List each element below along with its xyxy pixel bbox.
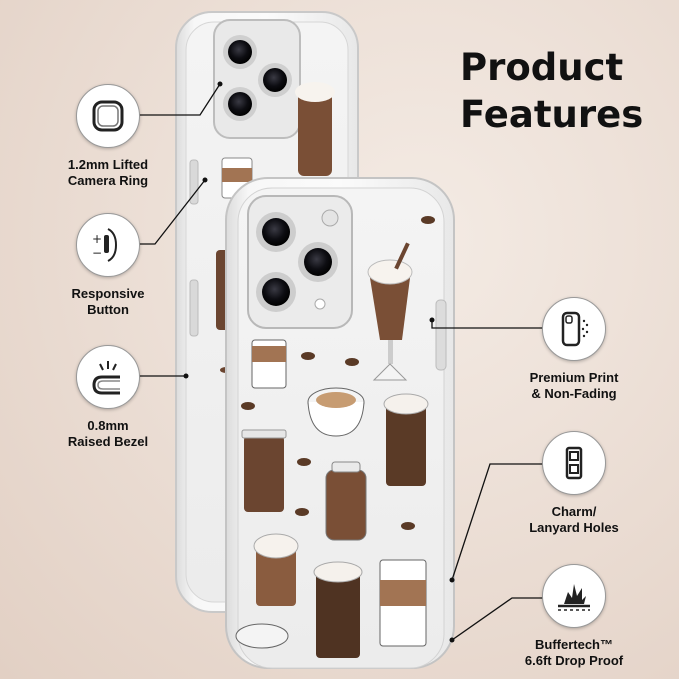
- feature-camera-ring: 1.2mm Lifted Camera Ring: [52, 84, 164, 189]
- feature-lanyard-holes: Charm/ Lanyard Holes: [518, 431, 630, 536]
- feature-label-line-1: Premium Print: [529, 370, 619, 385]
- feature-raised-bezel: 0.8mm Raised Bezel: [52, 345, 164, 450]
- feature-responsive-button: + − Responsive Button: [52, 213, 164, 318]
- raised-bezel-icon: [76, 345, 140, 409]
- feature-label-line-2: Button: [87, 302, 129, 317]
- feature-label-line-2: 6.6ft Drop Proof: [524, 653, 624, 668]
- camera-ring-icon: [76, 84, 140, 148]
- feature-label-line-1: 1.2mm Lifted: [67, 157, 149, 172]
- feature-label-line-2: Lanyard Holes: [529, 520, 619, 535]
- feature-label-line-2: & Non-Fading: [531, 386, 617, 401]
- svg-text:+: +: [92, 232, 102, 246]
- phone-print-icon: [542, 297, 606, 361]
- feature-drop-proof: Buffertech™ 6.6ft Drop Proof: [518, 564, 630, 669]
- svg-text:−: −: [92, 246, 102, 260]
- title-line-1: Product: [460, 46, 624, 89]
- lanyard-holes-icon: [542, 431, 606, 495]
- page-title: Product Features: [460, 44, 660, 138]
- drop-proof-icon: [542, 564, 606, 628]
- front-phone: [225, 177, 455, 669]
- responsive-button-icon: + −: [76, 213, 140, 277]
- feature-label-line-1: Responsive: [71, 286, 145, 301]
- coffee-pattern: [235, 216, 435, 658]
- title-line-2: Features: [460, 93, 644, 136]
- feature-label-line-1: Charm/: [551, 504, 597, 519]
- feature-label-line-1: Buffertech™: [534, 637, 613, 652]
- feature-label-line-2: Raised Bezel: [67, 434, 149, 449]
- feature-label-line-1: 0.8mm: [87, 418, 129, 433]
- feature-premium-print: Premium Print & Non-Fading: [518, 297, 630, 402]
- feature-label-line-2: Camera Ring: [67, 173, 149, 188]
